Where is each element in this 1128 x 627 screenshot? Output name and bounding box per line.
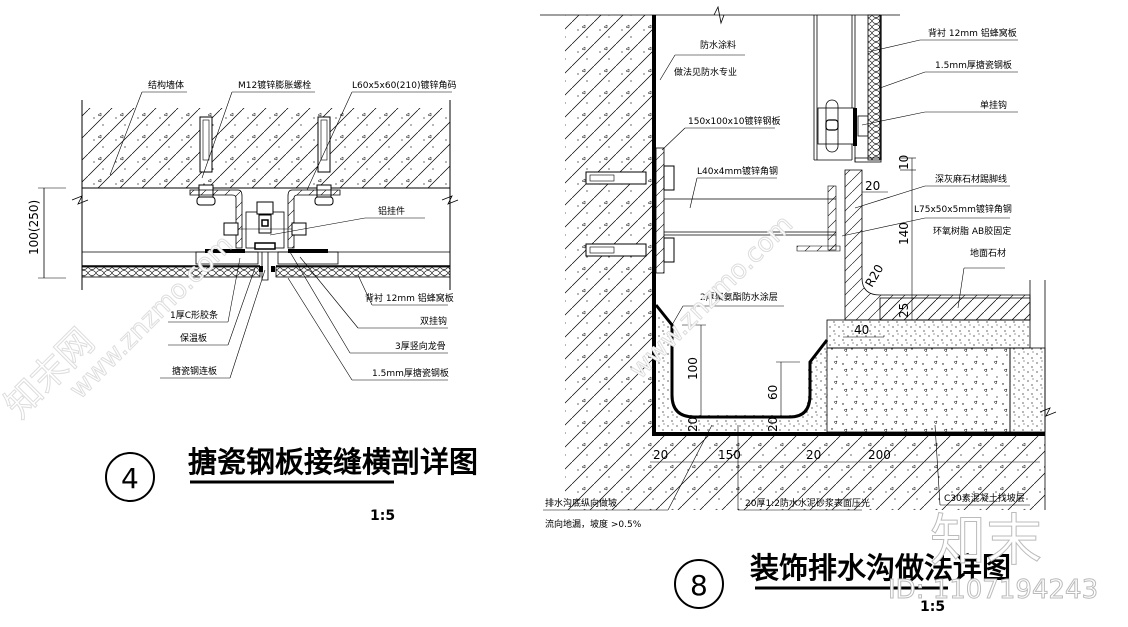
figure-4-scale: 1:5 [370, 508, 395, 524]
label-pu-coating: 2厚聚氨酯防水涂层 [700, 291, 778, 303]
dim-b150: 150 [718, 448, 741, 462]
structural-wall [82, 108, 450, 188]
label-waterproof-coating: 防水涂料 [700, 39, 736, 51]
dim-100: 100 [686, 357, 700, 380]
figure-number-4: 4 [121, 462, 139, 495]
watermark-logo: 知末 [930, 509, 1042, 574]
figure-number-circle-8 [674, 559, 724, 609]
label-slope: 排水沟底纵向做坡 [545, 497, 617, 509]
single-hook-8 [817, 99, 869, 153]
figure-4-title: 搪瓷钢板接缝横剖详图 [188, 445, 478, 479]
anchor-bottom [585, 237, 675, 263]
label-keel: 3厚竖向龙骨 [395, 340, 446, 352]
dim-r20: R20 [862, 262, 886, 289]
label-enamel-plate-8: 1.5mm厚搪瓷钢板 [935, 59, 1012, 71]
dim-b200: 200 [868, 448, 891, 462]
figure-number-8: 8 [690, 569, 708, 602]
angle-bracket-left [189, 189, 243, 249]
label-epoxy: 环氧树脂 AB胶固定 [933, 225, 1011, 237]
aluminum-hanger [223, 201, 307, 250]
figure-4: 100(250) 结构墙体 M12镀锌膨胀螺栓 L60x5x60(210)镀锌角… [27, 79, 478, 524]
dim-20-left: 20 [686, 417, 700, 432]
label-insulation: 保温板 [180, 332, 207, 344]
dim-100-250: 100(250) [27, 200, 41, 255]
honeycomb-panel-8 [867, 14, 881, 161]
label-angle: L60x5x60(210)镀锌角码 [352, 79, 457, 91]
figure-number-circle-4 [105, 452, 155, 502]
anchor-top [585, 165, 675, 191]
trench-waterproof-layer [654, 304, 829, 419]
label-skirting: 深灰麻石材踢脚线 [935, 173, 1007, 185]
dim-b20b: 20 [806, 448, 821, 462]
label-floor-stone: 地面石材 [970, 247, 1006, 259]
ground-slab [565, 435, 1045, 510]
label-wall: 结构墙体 [148, 79, 184, 91]
dim-b20a: 20 [653, 448, 668, 462]
label-hanger: 铝挂件 [378, 205, 405, 217]
label-enamel-plate: 1.5mm厚搪瓷钢板 [372, 367, 449, 379]
label-honeycomb: 背衬 12mm 铝蜂窝板 [365, 292, 454, 304]
label-angle-40: L40x4mm镀锌角钢 [697, 165, 778, 177]
label-c-strip: 1厚C形胶条 [170, 309, 218, 321]
steel-plate [655, 147, 665, 274]
honeycomb-panel-right [275, 266, 451, 278]
label-single-hook: 单挂钩 [980, 99, 1007, 111]
dim-20-top: 20 [865, 179, 880, 193]
dim-20-right: 20 [766, 417, 780, 432]
dim-10: 10 [897, 155, 911, 170]
label-bolt: M12镀锌膨胀螺栓 [238, 79, 311, 91]
dim-140: 140 [897, 222, 911, 245]
label-slope-note: 流向地漏，坡度 >0.5% [545, 518, 642, 530]
label-angle-75: L75x50x5mm镀锌角钢 [914, 203, 1012, 215]
watermark-id: ID: 1107194243 [888, 575, 1098, 605]
angle-bracket-right [287, 189, 341, 249]
dim-25: 25 [897, 303, 911, 318]
label-mortar: 20厚1:2防水水泥砂浆表面压光 [745, 497, 870, 509]
dim-40: 40 [854, 323, 869, 337]
c30-concrete [826, 347, 1011, 433]
mortar-bed [826, 319, 1031, 349]
label-honeycomb-8: 背衬 12mm 铝蜂窝板 [928, 27, 1017, 39]
figure-8-scale: 1:5 [920, 599, 945, 615]
label-connector: 搪瓷钢连板 [172, 365, 217, 377]
label-steel-plate: 150x100x10镀锌钢板 [688, 115, 780, 127]
label-concrete: C30素混凝土找坡层 [944, 492, 1025, 504]
figure-8-title: 装饰排水沟做法详图 [750, 551, 1011, 585]
label-double-hook: 双挂钩 [420, 315, 447, 327]
dim-60: 60 [766, 385, 780, 400]
structural-wall-8 [565, 15, 653, 435]
label-waterproof-note: 做法见防水专业 [674, 66, 737, 78]
figure-8: 100 60 20 20 40 10 140 25 20 R20 20 150 … [540, 5, 1057, 615]
